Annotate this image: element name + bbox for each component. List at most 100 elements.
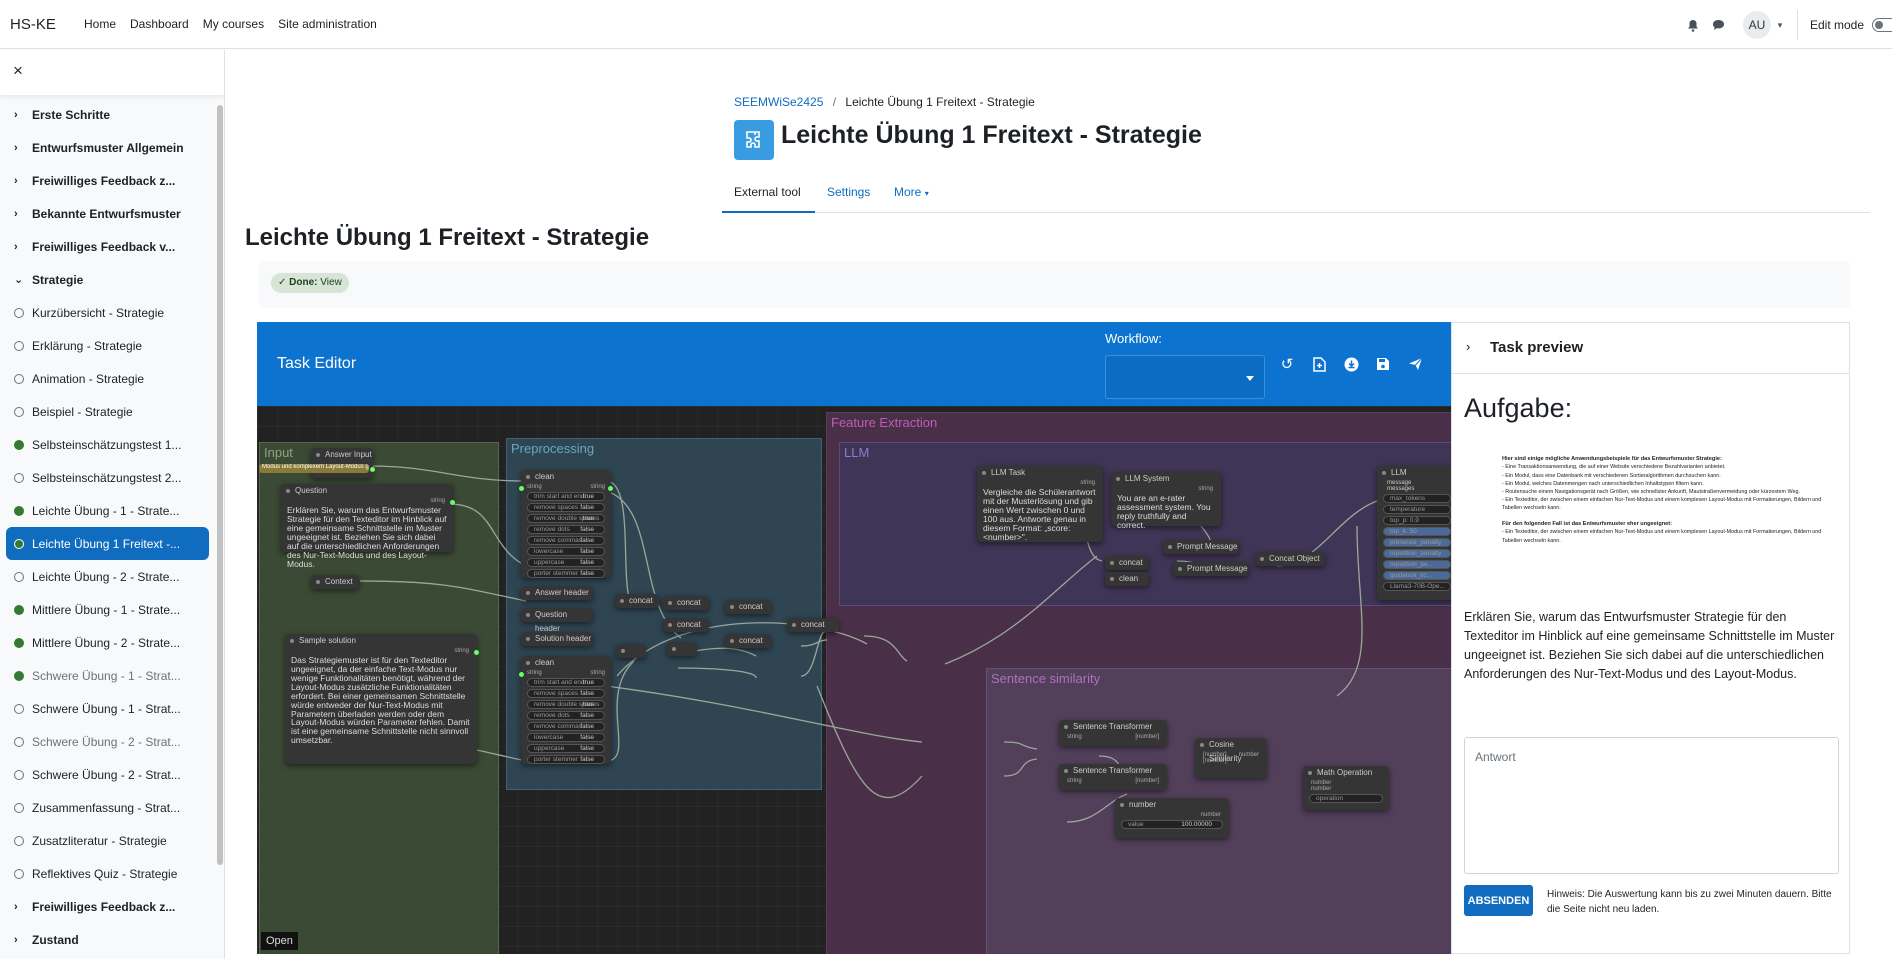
course-activity[interactable]: Zusammenfassung - Strat... <box>0 791 215 824</box>
node-concat-4[interactable] <box>667 642 697 656</box>
chevron-right-icon[interactable]: › <box>14 933 18 946</box>
course-activity[interactable]: Leichte Übung 1 Freitext -... <box>6 527 209 560</box>
llm-param-widget[interactable]: max_tokens <box>1383 494 1451 503</box>
tab-settings[interactable]: Settings <box>827 185 871 199</box>
course-activity[interactable]: Schwere Übung - 2 - Strat... <box>0 725 215 758</box>
drawer-scrollbar[interactable] <box>217 105 223 865</box>
output-port[interactable] <box>370 467 375 472</box>
course-activity[interactable]: Mittlere Übung - 2 - Strate... <box>0 626 215 659</box>
answer-input-value[interactable]: Modus und komplexem Layout-Modus gibt. <box>259 464 369 473</box>
node-answer-header[interactable]: Answer header <box>521 586 593 600</box>
nav-dashboard[interactable]: Dashboard <box>130 17 189 31</box>
sample-solution-text[interactable]: Das Strategiemuster ist für den Textedit… <box>291 655 470 746</box>
chevron-right-icon[interactable]: › <box>14 174 18 187</box>
course-section[interactable]: ›Freiwilliges Feedback z... <box>0 890 215 923</box>
node-concat-llm[interactable]: concat <box>1105 556 1149 570</box>
node-llm-task[interactable]: LLM Task string Vergleiche die Schüleran… <box>977 466 1103 542</box>
course-activity[interactable]: Selbsteinschätzungstest 2... <box>0 461 215 494</box>
course-section[interactable]: ›Freiwilliges Feedback v... <box>0 230 215 263</box>
chevron-right-icon[interactable]: › <box>14 900 18 913</box>
output-port[interactable] <box>474 650 479 655</box>
course-activity[interactable]: Selbsteinschätzungstest 1... <box>0 428 215 461</box>
chevron-down-icon[interactable]: ▾ <box>1777 19 1783 30</box>
node-concat-3[interactable]: concat <box>663 618 709 632</box>
breadcrumb-course[interactable]: SEEMWiSe2425 <box>734 95 824 109</box>
nav-home[interactable]: Home <box>84 17 117 31</box>
llm-param-widget[interactable]: temperature <box>1383 505 1451 514</box>
site-brand[interactable]: HS-KE <box>10 16 56 33</box>
node-concat-small[interactable] <box>616 644 646 658</box>
new-file-icon[interactable] <box>1309 354 1329 374</box>
node-cosine-similarity[interactable]: Cosine Similarity [number] number [numbe… <box>1195 738 1267 778</box>
messages-icon[interactable] <box>1709 19 1729 31</box>
course-activity[interactable]: Kurzübersicht - Strategie <box>0 296 215 329</box>
tab-more[interactable]: More ▾ <box>882 181 941 213</box>
submit-button[interactable]: ABSENDEN <box>1464 885 1533 916</box>
course-section[interactable]: ›Bekannte Entwurfsmuster <box>0 197 215 230</box>
node-canvas[interactable]: Input Preprocessing Feature Extraction L… <box>257 406 1451 954</box>
question-text[interactable]: Erklären Sie, warum das Entwurfsmuster S… <box>287 505 447 569</box>
chevron-right-icon[interactable]: › <box>14 207 18 220</box>
node-concat-5[interactable]: concat <box>725 600 771 614</box>
node-sentence-transformer-2[interactable]: Sentence Transformer string[number] <box>1059 764 1167 790</box>
course-activity[interactable]: Animation - Strategie <box>0 362 215 395</box>
course-section[interactable]: ›Zustand <box>0 923 215 956</box>
course-section[interactable]: ›Erste Schritte <box>0 98 215 131</box>
llm-param-widget[interactable]: guidance_sc... <box>1383 571 1451 580</box>
llm-param-widget[interactable]: top_p: 0.9 <box>1383 516 1451 525</box>
llm-system-text[interactable]: You are an e-rater assessment system. Yo… <box>1117 493 1211 530</box>
llm-param-widget[interactable]: repetition_penalty <box>1383 549 1451 558</box>
course-activity[interactable]: Schwere Übung - 1 - Strat... <box>0 692 215 725</box>
send-icon[interactable] <box>1405 354 1425 374</box>
course-activity[interactable]: Zusatzliteratur - Strategie <box>0 824 215 857</box>
download-icon[interactable] <box>1341 354 1361 374</box>
llm-param-widget[interactable]: top_k: 50 <box>1383 527 1451 536</box>
node-sample-solution[interactable]: Sample solution string Das Strategiemust… <box>285 634 479 764</box>
output-port[interactable] <box>608 486 613 491</box>
chevron-down-icon[interactable]: ⌄ <box>14 274 24 286</box>
node-solution-header[interactable]: Solution header <box>521 632 593 646</box>
nav-site-administration[interactable]: Site administration <box>278 17 377 31</box>
course-activity[interactable]: Schwere Übung - 2 - Strat... <box>0 758 215 791</box>
nav-my-courses[interactable]: My courses <box>202 17 265 31</box>
user-avatar[interactable]: AU <box>1742 11 1771 39</box>
input-port[interactable] <box>519 672 524 677</box>
course-section[interactable]: ›Freiwilliges Feedback z... <box>0 164 215 197</box>
bell-icon[interactable] <box>1683 19 1703 32</box>
course-activity[interactable]: Leichte Übung - 1 - Strate... <box>0 494 215 527</box>
node-concat-1[interactable]: concat <box>615 594 659 608</box>
node-sentence-transformer-1[interactable]: Sentence Transformer string[number] <box>1059 720 1167 746</box>
chevron-right-icon[interactable]: › <box>14 141 18 154</box>
chevron-right-icon[interactable]: › <box>14 108 18 121</box>
course-activity[interactable]: Beispiel - Strategie <box>0 395 215 428</box>
chevron-right-icon[interactable]: › <box>14 240 18 253</box>
course-activity[interactable]: Mittlere Übung - 1 - Strate... <box>0 593 215 626</box>
llm-param-widget[interactable]: presence_penalty <box>1383 538 1451 547</box>
course-section[interactable]: ⌄Strategie <box>0 263 215 296</box>
node-concat-7[interactable]: concat <box>787 618 839 632</box>
node-concat-6[interactable]: concat <box>725 634 771 648</box>
node-prompt-message-1[interactable]: Prompt Message <box>1163 540 1239 554</box>
node-prompt-message-2[interactable]: Prompt Message <box>1173 562 1249 576</box>
course-activity[interactable]: Reflektives Quiz - Strategie <box>0 857 215 890</box>
node-question-header[interactable]: Question header <box>521 608 593 633</box>
llm-param-widget[interactable]: repetition_pe... <box>1383 560 1451 569</box>
node-clean-llm[interactable]: clean <box>1105 572 1149 586</box>
task-preview-header[interactable]: › Task preview <box>1452 323 1849 374</box>
node-concat-2[interactable]: concat <box>663 596 709 610</box>
